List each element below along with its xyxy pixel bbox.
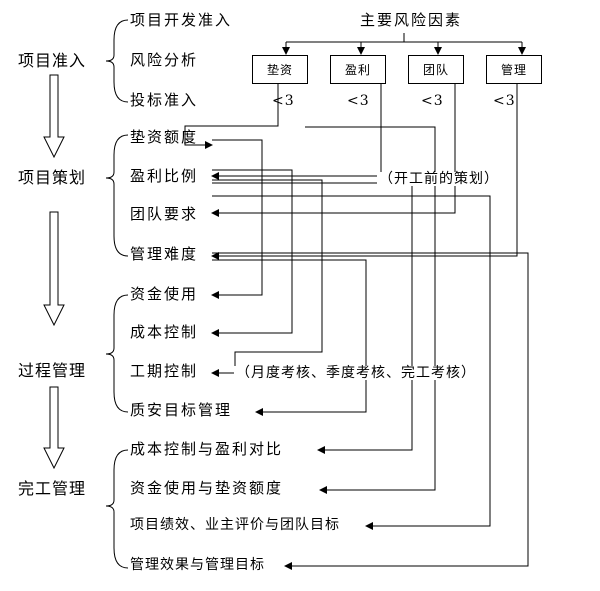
item-cost-profit-comparison: 成本控制与盈利对比 — [130, 440, 284, 458]
bracket-process — [105, 294, 129, 413]
bracket-completion — [105, 449, 129, 569]
factor-box-profit: 盈利 — [330, 55, 386, 84]
factor-label: 盈利 — [344, 63, 371, 77]
link-dianzi-zijin — [211, 139, 263, 299]
note-assessment-schedule: （月度考核、季度考核、完工考核） — [234, 365, 478, 381]
factor-label: 垫资 — [266, 63, 293, 77]
stage-label-admission: 项目准入 — [18, 51, 87, 70]
factor-limit-management: <3 — [493, 93, 516, 109]
risk-factors-title: 主要风险因素 — [360, 11, 463, 29]
bracket-admission — [105, 19, 129, 103]
item-team-requirements: 团队要求 — [130, 205, 199, 223]
note-pre-construction-planning: （开工前的策划） — [377, 171, 501, 187]
factor-label: 团队 — [422, 63, 449, 77]
stage-label-completion: 完工管理 — [18, 479, 87, 498]
link-yingli-compare — [212, 182, 413, 454]
item-performance-evaluation: 项目绩效、业主评价与团队目标 — [130, 517, 340, 533]
down-arrow-3 — [43, 386, 65, 470]
factor-limit-team: <3 — [421, 93, 444, 109]
link-guanli-planning — [211, 83, 518, 260]
stage-label-process: 过程管理 — [18, 361, 87, 380]
link-guanli-zhian — [212, 259, 367, 416]
item-management-difficulty: 管理难度 — [130, 245, 199, 263]
link-tuandui-team — [212, 195, 491, 530]
item-management-effect: 管理效果与管理目标 — [130, 557, 265, 573]
link-dianzi-compare — [305, 126, 436, 494]
item-advance-funding-limit: 垫资额度 — [130, 128, 199, 146]
factor-limit-advance-funding: <3 — [272, 93, 295, 109]
down-arrow-2 — [43, 211, 65, 327]
item-cost-control: 成本控制 — [130, 323, 199, 341]
link-guanli-target — [212, 252, 529, 570]
item-fund-use: 资金使用 — [130, 285, 199, 303]
link-yingli-gongqi — [211, 179, 323, 377]
factor-box-team: 团队 — [408, 55, 464, 84]
item-risk-analysis: 风险分析 — [130, 51, 199, 69]
link-yingli-chengben — [211, 169, 293, 337]
factor-box-advance-funding: 垫资 — [252, 55, 308, 84]
item-quality-safety-management: 质安目标管理 — [130, 401, 233, 419]
link-dianzi-planning — [184, 83, 279, 149]
item-fund-use-vs-limit: 资金使用与垫资额度 — [130, 479, 284, 497]
item-bid-admission: 投标准入 — [130, 91, 199, 109]
item-profit-ratio: 盈利比例 — [130, 167, 199, 185]
factor-limit-profit: <3 — [347, 93, 370, 109]
item-schedule-control: 工期控制 — [130, 362, 199, 380]
factor-label: 管理 — [500, 63, 527, 77]
item-project-development-admission: 项目开发准入 — [130, 11, 233, 29]
link-tuandui-planning — [211, 83, 456, 217]
stage-label-planning: 项目策划 — [18, 168, 87, 187]
bracket-planning — [105, 134, 129, 257]
factor-box-management: 管理 — [486, 55, 542, 84]
down-arrow-1 — [43, 74, 65, 159]
